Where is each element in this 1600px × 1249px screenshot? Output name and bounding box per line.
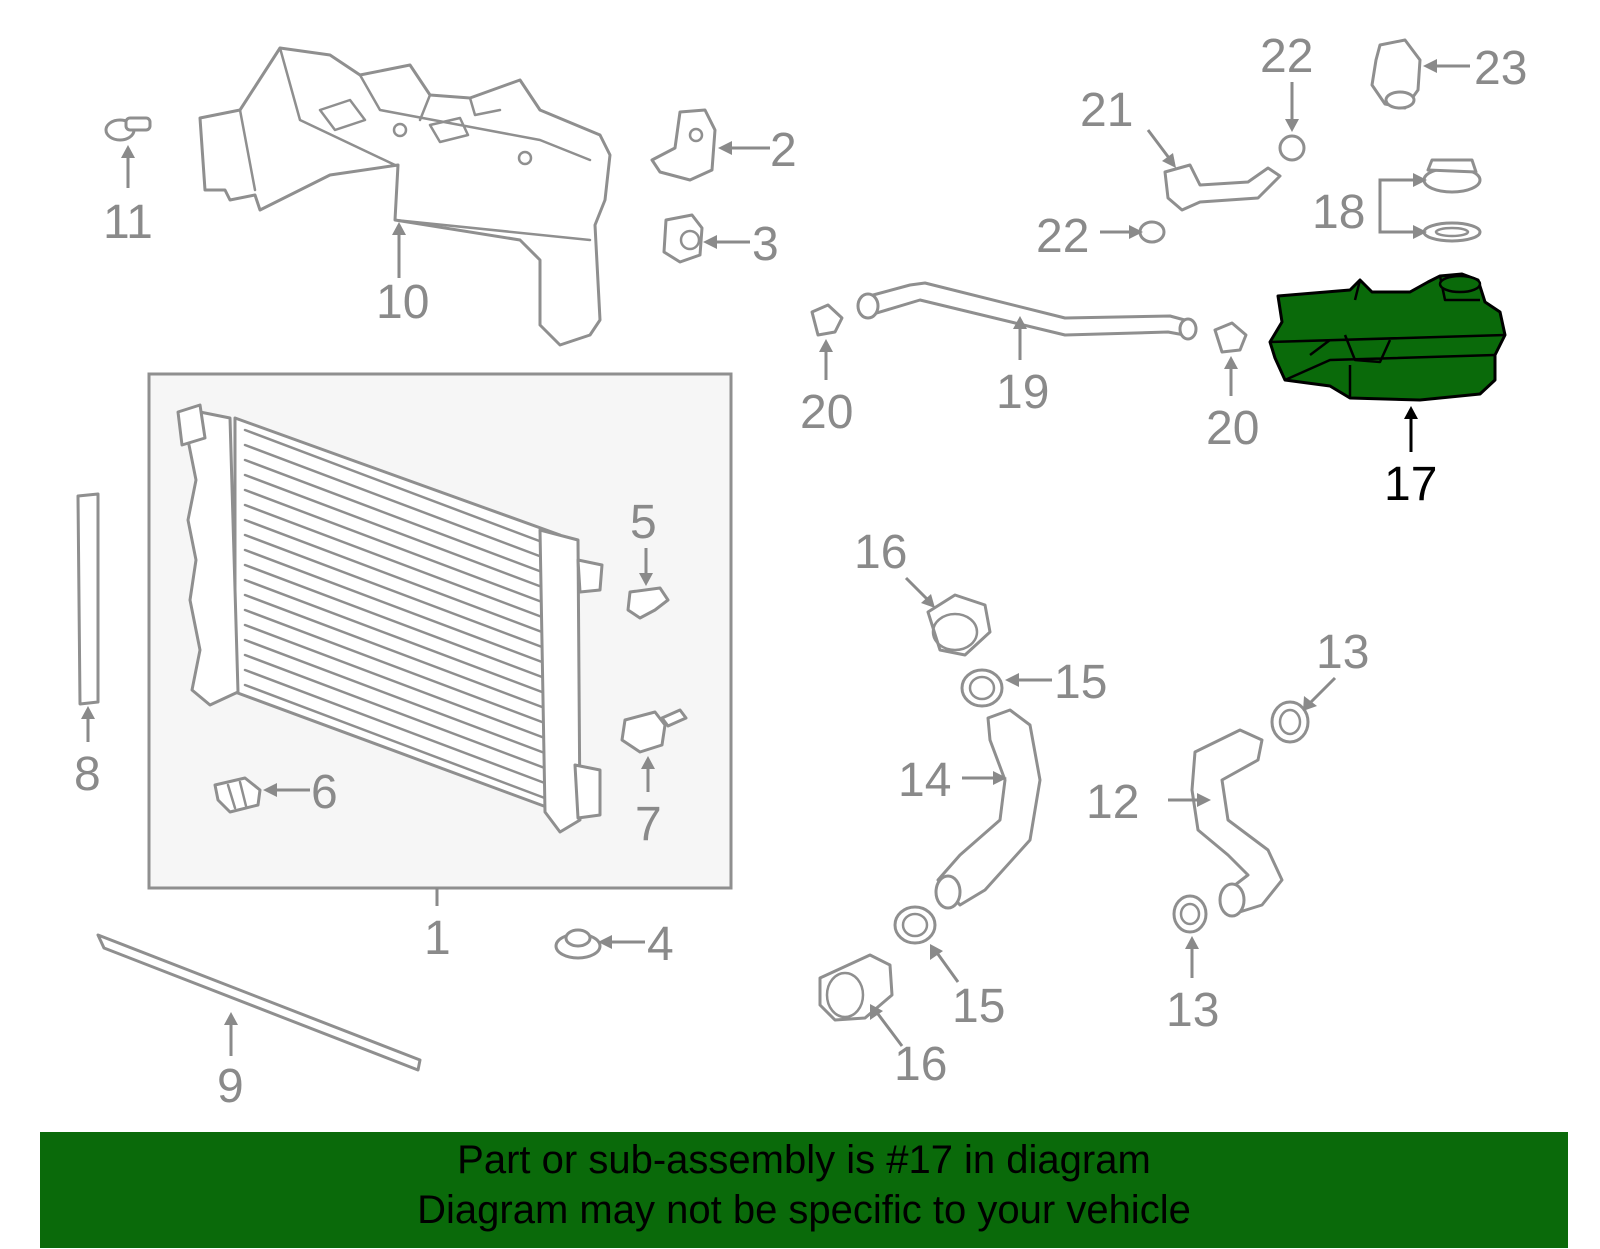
callout-22b: 22: [1036, 210, 1089, 263]
part-7-fitting[interactable]: [620, 708, 688, 754]
callout-1: 1: [424, 912, 451, 965]
arrow-20b: [1224, 356, 1238, 369]
arrow-12: [1197, 793, 1211, 807]
arrow-23: [1423, 59, 1437, 73]
arrow-21: [1162, 153, 1176, 168]
callout-12: 12: [1086, 776, 1139, 829]
callout-2: 2: [770, 124, 797, 177]
callout-5: 5: [630, 496, 657, 549]
callout-17: 17: [1384, 458, 1437, 511]
part-3-insulator[interactable]: [662, 213, 704, 264]
arrow-20a: [819, 339, 833, 352]
callout-6: 6: [311, 766, 338, 819]
part-9-lower-seal[interactable]: [96, 933, 422, 1072]
callout-7: 7: [635, 798, 662, 851]
leader-16a: [904, 576, 932, 604]
callout-23: 23: [1474, 42, 1527, 95]
part-18-seal[interactable]: [1422, 221, 1482, 243]
part-8-seal[interactable]: [76, 492, 100, 706]
part-1-radiator[interactable]: [176, 403, 604, 834]
arrow-22b: [1129, 225, 1143, 239]
part-14-hose[interactable]: [934, 708, 1042, 910]
callout-20a: 20: [800, 386, 853, 439]
callout-13a: 13: [1316, 626, 1369, 679]
arrow-15b: [930, 944, 943, 960]
arrow-16b: [870, 1004, 883, 1020]
arrow-17: [1404, 406, 1418, 419]
callout-15b: 15: [952, 980, 1005, 1033]
part-13-clamp-lower[interactable]: [1172, 894, 1208, 934]
part-16-outlet-lower[interactable]: [818, 953, 894, 1022]
arrow-16a: [921, 594, 935, 608]
arrow-22a: [1285, 119, 1299, 132]
leader-13a: [1306, 676, 1337, 707]
callout-10: 10: [376, 276, 429, 329]
arrow-2: [718, 141, 732, 155]
callout-16a: 16: [854, 526, 907, 579]
callout-11: 11: [103, 196, 153, 249]
part-23-connector[interactable]: [1370, 38, 1422, 110]
callout-14: 14: [898, 754, 951, 807]
callout-9: 9: [217, 1060, 244, 1113]
part-6-drain-plug[interactable]: [213, 776, 262, 814]
arrow-11: [121, 145, 135, 158]
arrow-14: [993, 771, 1007, 785]
arrow-18a: [1413, 173, 1427, 187]
leader-15b: [933, 949, 960, 983]
arrow-18b: [1413, 225, 1427, 239]
arrow-5: [639, 573, 653, 586]
callout-16b: 16: [894, 1038, 947, 1091]
callout-19: 19: [996, 366, 1049, 419]
info-banner: Part or sub-assembly is #17 in diagram D…: [40, 1132, 1568, 1248]
callout-8: 8: [74, 748, 101, 801]
part-10-air-deflector[interactable]: [198, 46, 612, 347]
arrow-7: [641, 756, 655, 769]
part-13-clamp-upper[interactable]: [1270, 700, 1310, 744]
part-4-grommet[interactable]: [554, 928, 602, 960]
part-16-outlet-upper[interactable]: [926, 593, 992, 657]
part-22-clamp-upper[interactable]: [1278, 134, 1306, 162]
arrow-6: [263, 783, 277, 797]
callout-21: 21: [1080, 84, 1133, 137]
arrow-13a: [1303, 696, 1317, 711]
part-15-clamp-upper[interactable]: [960, 668, 1004, 708]
banner-line-2: Diagram may not be specific to your vehi…: [417, 1188, 1191, 1232]
part-20-clamp-right[interactable]: [1213, 321, 1248, 354]
leader-16b: [873, 1009, 904, 1047]
part-5-sensor[interactable]: [626, 586, 670, 620]
leader-18: [1378, 178, 1420, 234]
callout-15a: 15: [1054, 656, 1107, 709]
arrow-3: [703, 235, 717, 249]
part-15-clamp-lower[interactable]: [893, 905, 937, 945]
part-18-cap[interactable]: [1422, 158, 1482, 194]
part-21-hose[interactable]: [1163, 163, 1282, 212]
part-19-overflow-hose[interactable]: [856, 281, 1198, 341]
callout-3: 3: [752, 218, 779, 271]
part-17-coolant-reservoir[interactable]: [1268, 272, 1507, 402]
callout-22a: 22: [1260, 30, 1313, 83]
callout-18: 18: [1312, 186, 1365, 239]
banner-line-1: Part or sub-assembly is #17 in diagram: [457, 1138, 1151, 1182]
arrow-15a: [1005, 673, 1019, 687]
part-2-bracket[interactable]: [650, 108, 717, 182]
arrow-8: [81, 706, 95, 719]
part-11-push-pin[interactable]: [104, 116, 152, 142]
callout-13b: 13: [1166, 984, 1219, 1037]
arrow-13b: [1185, 936, 1199, 949]
callout-20b: 20: [1206, 402, 1259, 455]
part-22-clamp-lower[interactable]: [1138, 220, 1166, 244]
arrow-19: [1013, 316, 1027, 329]
part-20-clamp-left[interactable]: [810, 303, 844, 337]
arrow-10: [392, 222, 406, 235]
arrow-9: [224, 1012, 238, 1025]
callout-4: 4: [647, 918, 674, 971]
arrow-4: [598, 935, 612, 949]
part-12-hose[interactable]: [1190, 728, 1284, 918]
